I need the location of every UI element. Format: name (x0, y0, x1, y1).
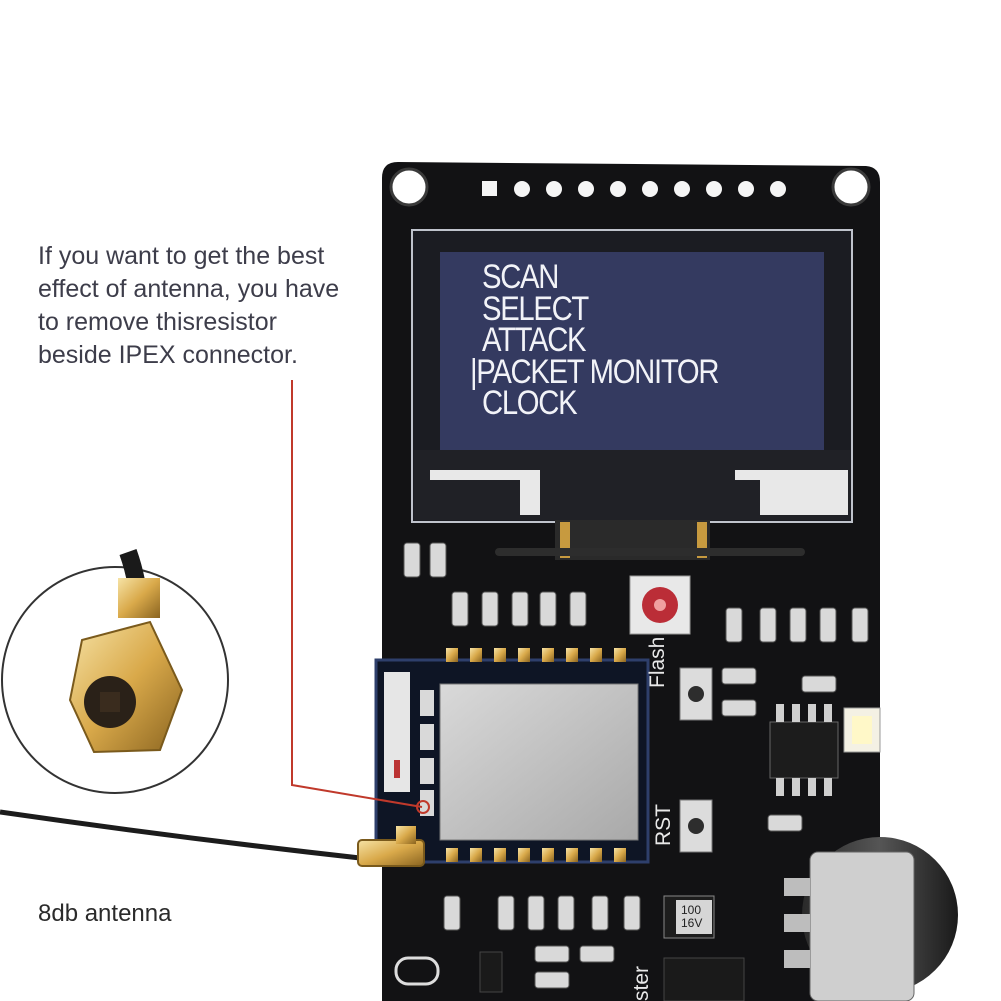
resistor-note: If you want to get the best effect of an… (38, 240, 378, 372)
capacitor-voltage: 16V (681, 916, 703, 930)
board-slot (495, 548, 805, 556)
capacitor-value: 100 (681, 903, 702, 917)
oled-screen (440, 252, 824, 450)
ic-chip (769, 721, 839, 779)
note-line-4: beside IPEX connector. (38, 341, 298, 369)
antenna-cable (0, 809, 361, 861)
flash-label: Flash (646, 636, 669, 688)
capacitor-label: 100 16V (681, 904, 702, 930)
mounting-hole-right (831, 167, 871, 207)
note-line-1: If you want to get the best (38, 242, 325, 270)
esp-module-pads (446, 648, 626, 862)
menu-item-packet-monitor-label: PACKET MONITOR (476, 352, 719, 391)
oled-flex-left (430, 470, 540, 515)
rst-label: RST (652, 804, 675, 846)
menu-item-attack: ATTACK (482, 321, 587, 359)
oled-menu: SCAN SELECT ATTACK |PACKET MONITOR CLOCK (470, 258, 719, 422)
jog-switch-housing (809, 851, 915, 1001)
note-line-3: to remove thisresistor (38, 308, 277, 336)
menu-cursor: | (469, 352, 478, 391)
esp-shield (439, 683, 639, 841)
antenna-label: 8db antenna (38, 900, 172, 927)
menu-item-packet-monitor: |PACKET MONITOR (470, 355, 719, 389)
header-pins (482, 181, 786, 197)
menu-item-clock: CLOCK (482, 384, 578, 422)
oled-flex-right (735, 470, 848, 515)
pointer-target (416, 800, 430, 814)
note-line-2: effect of antenna, you have (38, 275, 340, 303)
ipex-plug (357, 839, 425, 867)
mounting-hole-left (389, 167, 429, 207)
menu-item-scan: SCAN (482, 258, 559, 296)
menu-item-select: SELECT (482, 289, 589, 328)
board-partial-label: ster (630, 965, 653, 1001)
smd-components (403, 542, 869, 989)
pointer-line (291, 380, 423, 808)
